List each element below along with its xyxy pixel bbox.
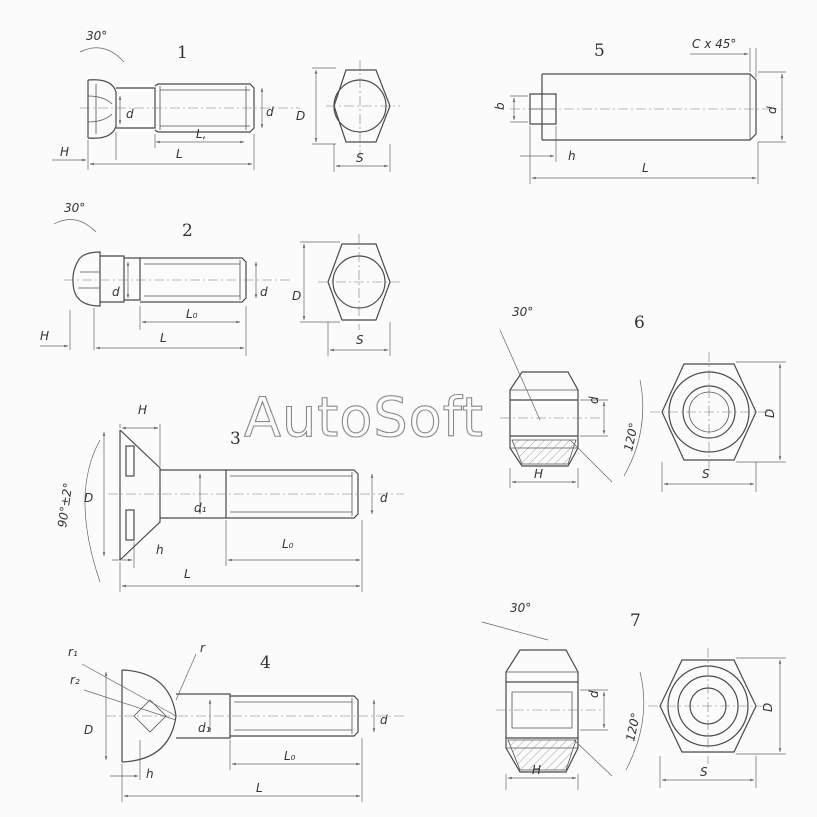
figure-6-number: 6 xyxy=(634,313,645,333)
figure-6-hex-nut xyxy=(499,329,786,492)
figure-1-d-label: d xyxy=(126,107,134,121)
figure-3-h-label: h xyxy=(156,543,164,557)
figure-3-L0-label: L₀ xyxy=(282,537,294,551)
figure-1-d-thread-label: d xyxy=(266,105,274,119)
figure-1-number: 1 xyxy=(177,43,188,63)
figure-6-angle-label: 30° xyxy=(512,305,533,319)
figure-2-angle-label: 30° xyxy=(64,201,85,215)
figure-3-D-label: D xyxy=(84,491,93,505)
figure-7-d-label: d xyxy=(587,690,601,698)
figure-2-d-label: d xyxy=(112,285,120,299)
figure-7-S-label: S xyxy=(700,765,708,779)
figure-1-L1-label: L, xyxy=(196,127,207,141)
watermark: AutoSoft xyxy=(244,386,484,449)
figure-7-castle-nut xyxy=(481,621,786,790)
figure-3-countersunk-bolt xyxy=(84,424,404,592)
figure-2-H-label: H xyxy=(40,329,49,343)
figure-4-L0-label: L₀ xyxy=(284,749,296,763)
figure-6-d-label: d xyxy=(587,396,601,404)
figure-1-S-label: S xyxy=(356,151,364,165)
figure-5-chamfer-label: C x 45° xyxy=(692,37,736,51)
figure-2-d-thread-label: d xyxy=(260,285,268,299)
figure-6-H-label: H xyxy=(534,467,543,481)
figure-5-h-label: h xyxy=(568,149,576,163)
figure-7-angle-label: 30° xyxy=(510,601,531,615)
figure-1-L-label: L xyxy=(176,147,183,161)
figure-2-L0-label: L₀ xyxy=(186,307,198,321)
figure-4-r1-label: r₁ xyxy=(68,645,78,659)
figure-2-S-label: S xyxy=(356,333,364,347)
figure-4-d-label: d xyxy=(380,713,388,727)
figure-5-L-label: L xyxy=(642,161,649,175)
figure-4-r-label: r xyxy=(200,641,206,655)
figure-2-L-label: L xyxy=(160,331,167,345)
figure-3-d1-label: d₁ xyxy=(194,501,207,515)
figure-1-H-label: H xyxy=(60,145,69,159)
figure-4-r2-label: r₂ xyxy=(70,673,80,687)
figure-4-d1-label: d₁ xyxy=(198,721,211,735)
figure-2-D-label: D xyxy=(292,289,301,303)
figure-2-bolt-round-head xyxy=(40,219,400,356)
figure-3-L-label: L xyxy=(184,567,191,581)
figure-7-H-label: H xyxy=(532,763,541,777)
figure-3-d-label: d xyxy=(380,491,388,505)
figure-7-D-label: D xyxy=(761,703,775,712)
figure-6-angle120-label: 120° xyxy=(621,421,641,452)
figure-3-H-label: H xyxy=(138,403,147,417)
figure-1-angle-label: 30° xyxy=(86,29,107,43)
figure-4-carriage-bolt xyxy=(81,653,404,802)
figure-2-number: 2 xyxy=(182,221,193,241)
figure-7-number: 7 xyxy=(630,611,641,631)
figure-5-pin xyxy=(510,48,786,184)
figure-4-D-label: D xyxy=(84,723,93,737)
figure-6-S-label: S xyxy=(702,467,710,481)
figure-4-number: 4 xyxy=(260,653,271,673)
figure-5-d-label: d xyxy=(765,106,779,114)
figure-1-D-label: D xyxy=(296,109,305,123)
figure-6-D-label: D xyxy=(763,409,777,418)
figure-5-b-label: b xyxy=(493,102,507,110)
figure-3-number: 3 xyxy=(230,429,241,449)
figure-5-number: 5 xyxy=(594,41,605,61)
figure-1-bolt-hex-head xyxy=(52,47,400,172)
figure-4-L-label: L xyxy=(256,781,263,795)
figure-7-angle120-label: 120° xyxy=(623,711,643,742)
figure-3-angle-label: 90°±2° xyxy=(55,482,75,528)
figure-4-h-label: h xyxy=(146,767,154,781)
